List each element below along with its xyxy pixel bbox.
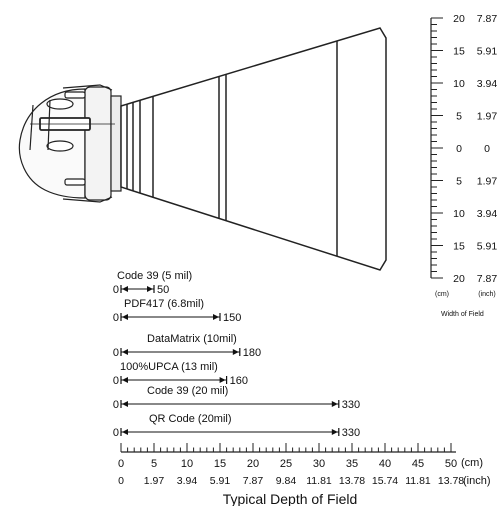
- depth-cm-label: 0: [118, 458, 124, 470]
- barcode-row: Code 39 (5 mil) 0 50: [113, 270, 192, 296]
- width-inch-label: 3.94: [477, 208, 498, 220]
- barcode-end-label: 330: [342, 427, 360, 439]
- barcode-end-arrow: [331, 429, 338, 435]
- barcode-row: PDF417 (6.8mil) 0 150: [113, 298, 241, 324]
- barcode-label: Code 39 (20 mil): [147, 385, 228, 397]
- depth-inch-label: 7.87: [243, 475, 264, 487]
- width-cm-label: 5: [456, 111, 462, 123]
- barcode-end-arrow: [219, 377, 226, 383]
- width-inch-label: 5.91: [477, 46, 498, 58]
- depth-axis-title: Typical Depth of Field: [223, 491, 358, 506]
- width-cm-label: 5: [456, 176, 462, 188]
- barcode-start-arrow: [122, 429, 128, 435]
- barcode-start-arrow: [122, 401, 128, 407]
- depth-cm-label: 10: [181, 458, 193, 470]
- depth-cm-label: 40: [379, 458, 391, 470]
- width-inch-label: 1.97: [477, 111, 498, 123]
- barcode-end-arrow: [331, 401, 338, 407]
- depth-cm-unit: (cm): [461, 457, 483, 469]
- barcode-start-arrow: [122, 314, 128, 320]
- depth-inch-unit: (inch): [463, 475, 491, 487]
- depth-inch-label: 11.81: [306, 475, 332, 487]
- width-inch-label: 1.97: [477, 176, 498, 188]
- barcode-start-arrow: [122, 349, 128, 355]
- barcode-end-arrow: [147, 286, 153, 292]
- depth-inch-label: 13.78: [438, 475, 464, 487]
- barcode-end-label: 50: [157, 284, 169, 296]
- barcode-row: Code 39 (20 mil) 0 330: [113, 385, 360, 411]
- depth-cm-label: 45: [412, 458, 424, 470]
- barcode-start-label: 0: [113, 312, 119, 324]
- depth-inch-label: 3.94: [177, 475, 198, 487]
- barcode-start-label: 0: [113, 399, 119, 411]
- width-cm-label: 10: [453, 208, 465, 220]
- depth-inch-label: 5.91: [210, 475, 231, 487]
- depth-cm-label: 15: [214, 458, 226, 470]
- width-cm-label: 15: [453, 241, 465, 253]
- barcode-row: DataMatrix (10mil) 0 180: [113, 333, 261, 359]
- width-cm-label: 10: [453, 78, 465, 90]
- width-inch-label: 3.94: [477, 78, 498, 90]
- barcode-label: 100%UPCA (13 mil): [120, 361, 218, 373]
- width-cm-unit: (cm): [435, 291, 449, 298]
- barcode-start-label: 0: [113, 427, 119, 439]
- depth-axis: 0 5 10 15 20 25 30 35 40 45 50 0 1.97 3.94 5.91 7.87 9.…: [118, 443, 491, 506]
- width-cm-label: 20: [453, 13, 465, 25]
- width-cm-label: 15: [453, 46, 465, 58]
- depth-inch-label: 15.74: [372, 475, 398, 487]
- barcode-start-label: 0: [113, 284, 119, 296]
- barcode-end-label: 150: [223, 312, 241, 324]
- barcode-end-label: 180: [243, 347, 261, 359]
- depth-cm-label: 5: [151, 458, 157, 470]
- depth-cm-label: 20: [247, 458, 259, 470]
- scan-field-trapezoid: [120, 27, 387, 271]
- barcode-end-arrow: [213, 314, 219, 320]
- depth-cm-label: 25: [280, 458, 292, 470]
- depth-inch-label: 9.84: [276, 475, 297, 487]
- width-scale-ticks: [431, 17, 443, 279]
- barcode-label: QR Code (20mil): [149, 413, 232, 425]
- barcode-label: PDF417 (6.8mil): [124, 298, 204, 310]
- depth-inch-label: 11.81: [405, 475, 431, 487]
- width-cm-label: 0: [456, 143, 462, 155]
- depth-cm-label: 30: [313, 458, 325, 470]
- width-inch-label: 0: [484, 143, 490, 155]
- barcode-end-label: 330: [342, 399, 360, 411]
- width-inch-unit: (inch): [478, 291, 496, 298]
- field-cross-lines: [126, 40, 338, 257]
- barcode-start-label: 0: [113, 347, 119, 359]
- scanner-head-icon: [18, 84, 122, 203]
- barcode-label: DataMatrix (10mil): [147, 333, 237, 345]
- barcode-start-arrow: [122, 286, 128, 292]
- width-scale-labels: 20 7.87 15 5.91 10 3.94 5 1.97 0 0 5 1.97 10 3.94 15 5.…: [453, 13, 497, 285]
- depth-cm-label: 50: [445, 458, 457, 470]
- barcode-start-arrow: [122, 377, 128, 383]
- barcode-start-label: 0: [113, 375, 119, 387]
- depth-inch-label: 13.78: [339, 475, 365, 487]
- width-inch-label: 5.91: [477, 241, 498, 253]
- width-cm-label: 20: [453, 273, 465, 285]
- barcode-end-label: 160: [230, 375, 248, 387]
- barcode-row: 100%UPCA (13 mil)0 160: [113, 361, 248, 387]
- depth-inch-label: 1.97: [144, 475, 165, 487]
- depth-inch-label: 0: [118, 475, 124, 487]
- width-of-field-caption: Width of Field: [441, 311, 484, 318]
- barcode-row: QR Code (20mil) 0 330: [113, 413, 360, 439]
- barcode-label: Code 39 (5 mil): [117, 270, 192, 282]
- width-inch-label: 7.87: [477, 13, 498, 25]
- depth-cm-label: 35: [346, 458, 358, 470]
- barcode-end-arrow: [232, 349, 239, 355]
- width-inch-label: 7.87: [477, 273, 498, 285]
